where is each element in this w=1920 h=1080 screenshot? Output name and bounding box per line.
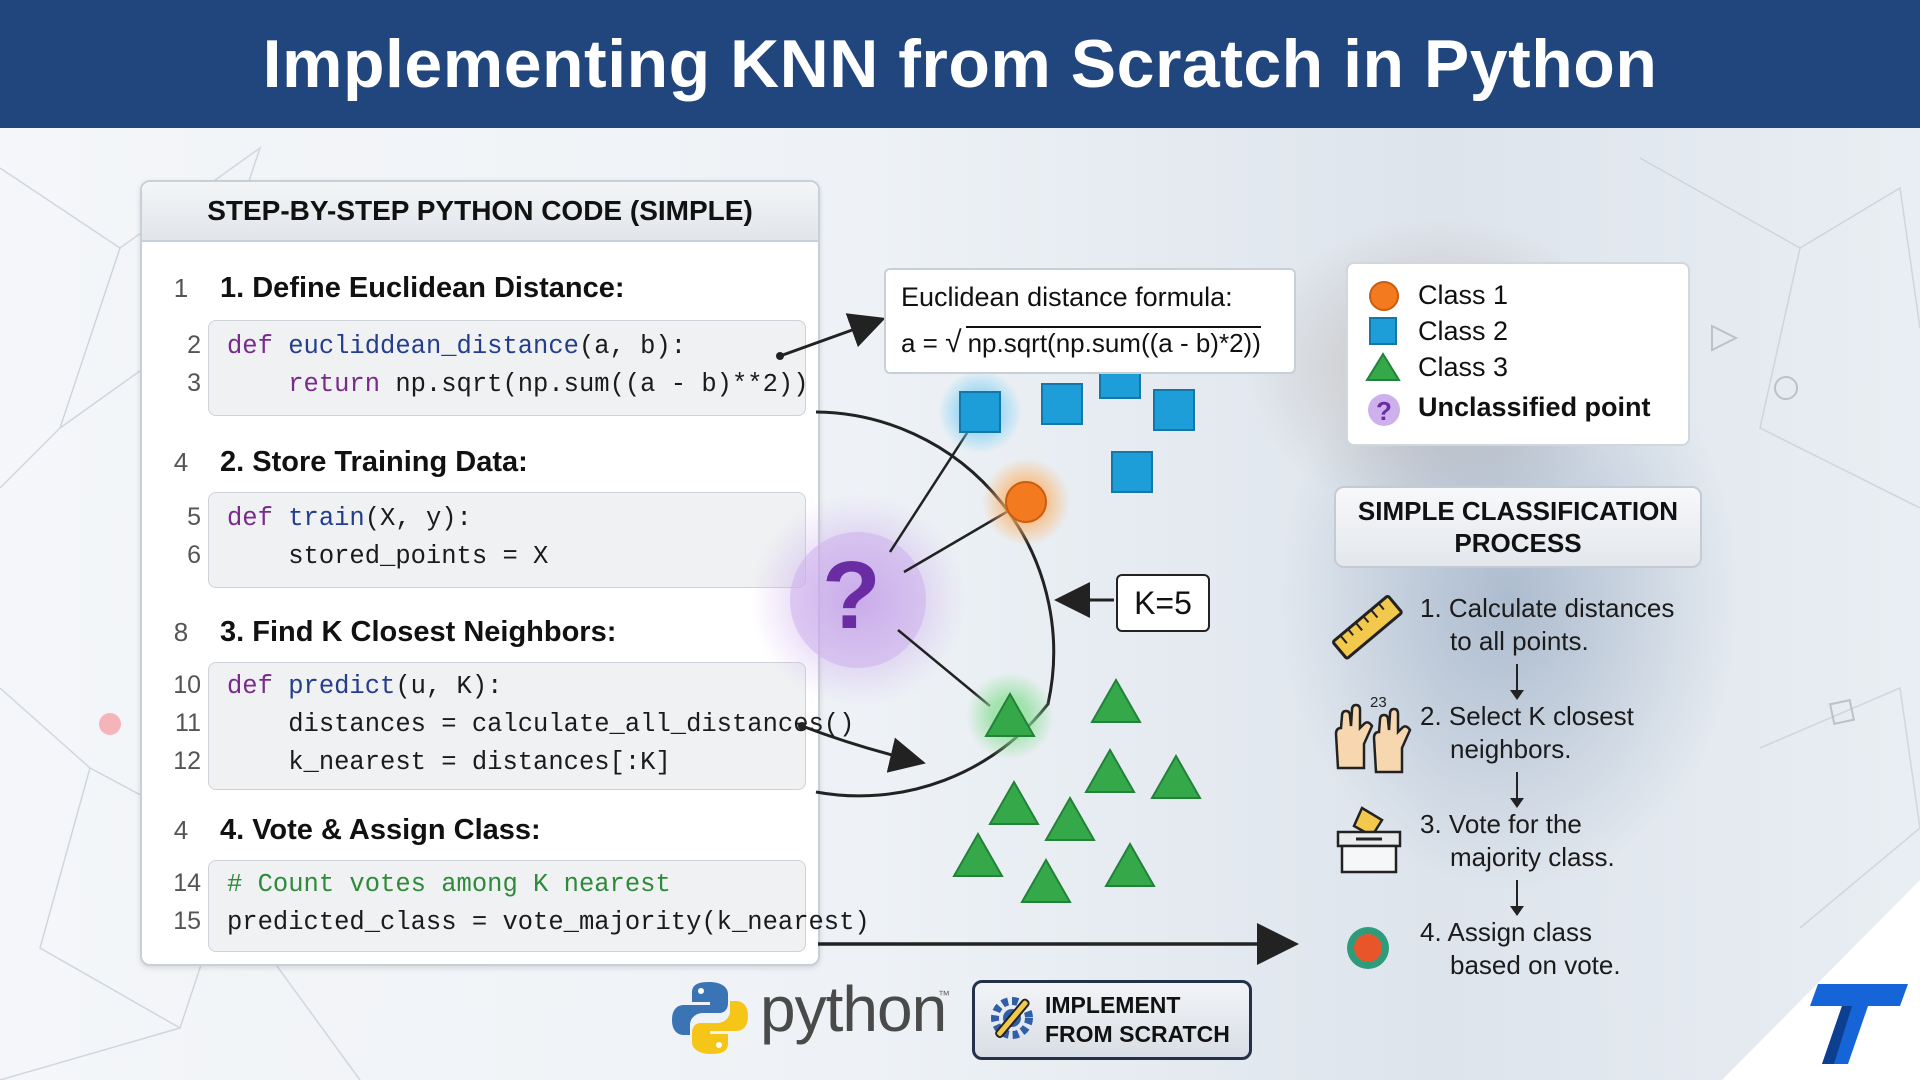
arrow-code-to-points <box>801 724 926 773</box>
code-line: 11 distances = calculate_all_distances() <box>175 709 855 739</box>
step-1-title-text: 1. Define Euclidean Distance: <box>220 272 625 304</box>
step-3-title: 8 3. Find K Closest Neighbors: <box>142 616 617 649</box>
class-3-point <box>952 831 1004 877</box>
title-bar: Implementing KNN from Scratch in Python <box>0 0 1920 128</box>
python-logo-icon <box>672 982 748 1054</box>
class-3-legend-icon <box>1365 352 1401 381</box>
code-line: 14# Count votes among K nearest <box>173 869 671 899</box>
formula-box: Euclidean distance formula: a = √np.sqrt… <box>884 268 1296 374</box>
unclassified-legend-icon <box>1368 394 1400 426</box>
class-3-point <box>1020 857 1072 903</box>
class-2-legend-icon <box>1369 317 1397 345</box>
process-arrow <box>1510 664 1524 700</box>
legend-class-1: Class 1 <box>1418 280 1509 310</box>
gear-wrench-icon <box>991 997 1033 1039</box>
step-2-title: 4 2. Store Training Data: <box>142 446 528 479</box>
k-value-label: K=5 <box>1116 574 1210 632</box>
ruler-icon <box>1332 594 1403 660</box>
legend-unclassified: Unclassified point <box>1418 392 1651 422</box>
code-panel-header: STEP-BY-STEP PYTHON CODE (SIMPLE) <box>142 182 818 242</box>
legend: ? Class 1 Class 2 Class 3 Unclassified p… <box>1346 262 1690 446</box>
step-4-title-text: 4. Vote & Assign Class: <box>220 814 541 846</box>
legend-markers: ? <box>1365 281 1401 426</box>
formula-label: Euclidean distance formula: <box>901 282 1233 312</box>
k-neighborhood-circle <box>815 410 1056 798</box>
line-number: 1 <box>173 273 189 303</box>
class-1-legend-icon <box>1369 281 1399 311</box>
python-trademark: ™ <box>938 988 950 1002</box>
process-arrow <box>1510 772 1524 808</box>
line-number: 8 <box>173 617 189 647</box>
class-3-point <box>1084 747 1136 793</box>
count-badge: 23 <box>1370 694 1387 711</box>
class-3-point <box>1150 753 1202 799</box>
legend-class-2: Class 2 <box>1418 316 1509 346</box>
brand-logo-icon <box>1722 880 1920 1080</box>
step-1-title: 1 1. Define Euclidean Distance: <box>142 272 625 305</box>
implement-from-scratch-badge: IMPLEMENT FROM SCRATCH <box>972 980 1252 1060</box>
svg-text:?: ? <box>1376 396 1392 426</box>
class-2-point <box>959 391 1001 433</box>
line-number: 4 <box>173 815 189 845</box>
line-number: 4 <box>173 447 189 477</box>
process-arrow <box>1510 880 1524 916</box>
unclassified-question-icon: ? <box>822 542 881 649</box>
class-3-point <box>1104 841 1156 887</box>
class-1-point <box>1005 481 1047 523</box>
badge-line-1: IMPLEMENT <box>1045 992 1181 1018</box>
class-3-point <box>984 691 1036 737</box>
step-4-title: 4 4. Vote & Assign Class: <box>142 814 541 847</box>
page-title: Implementing KNN from Scratch in Python <box>262 26 1658 102</box>
formula-expression: a = √np.sqrt(np.sum((a - b)*2)) <box>901 326 1261 359</box>
class-3-point <box>1090 677 1142 723</box>
class-2-point <box>1041 383 1083 425</box>
code-panel: STEP-BY-STEP PYTHON CODE (SIMPLE) 1 1. De… <box>140 180 870 966</box>
class-2-point <box>1153 389 1195 431</box>
class-3-point <box>988 779 1040 825</box>
code-line: 6 stored_points = X <box>187 541 549 571</box>
legend-class-3: Class 3 <box>1418 352 1509 382</box>
process-header: SIMPLE CLASSIFICATION PROCESS <box>1334 486 1702 568</box>
class-2-point <box>1111 451 1153 493</box>
code-line: 3 return np.sqrt(np.sum((a - b)**2)) <box>187 369 809 399</box>
step-3-title-text: 3. Find K Closest Neighbors: <box>220 616 617 648</box>
arrow-code-to-formula <box>779 313 886 358</box>
python-wordmark: python <box>760 973 947 1045</box>
class-2-point <box>1099 369 1141 399</box>
class-3-point <box>1044 795 1096 841</box>
code-line: 12 k_nearest = distances[:K] <box>173 747 671 777</box>
step-2-title-text: 2. Store Training Data: <box>220 446 528 478</box>
assigned-point-icon <box>1347 927 1389 969</box>
hands-counting-icon <box>1334 703 1412 774</box>
badge-line-2: FROM SCRATCH <box>1045 1021 1230 1047</box>
ballot-box-icon <box>1336 806 1402 874</box>
